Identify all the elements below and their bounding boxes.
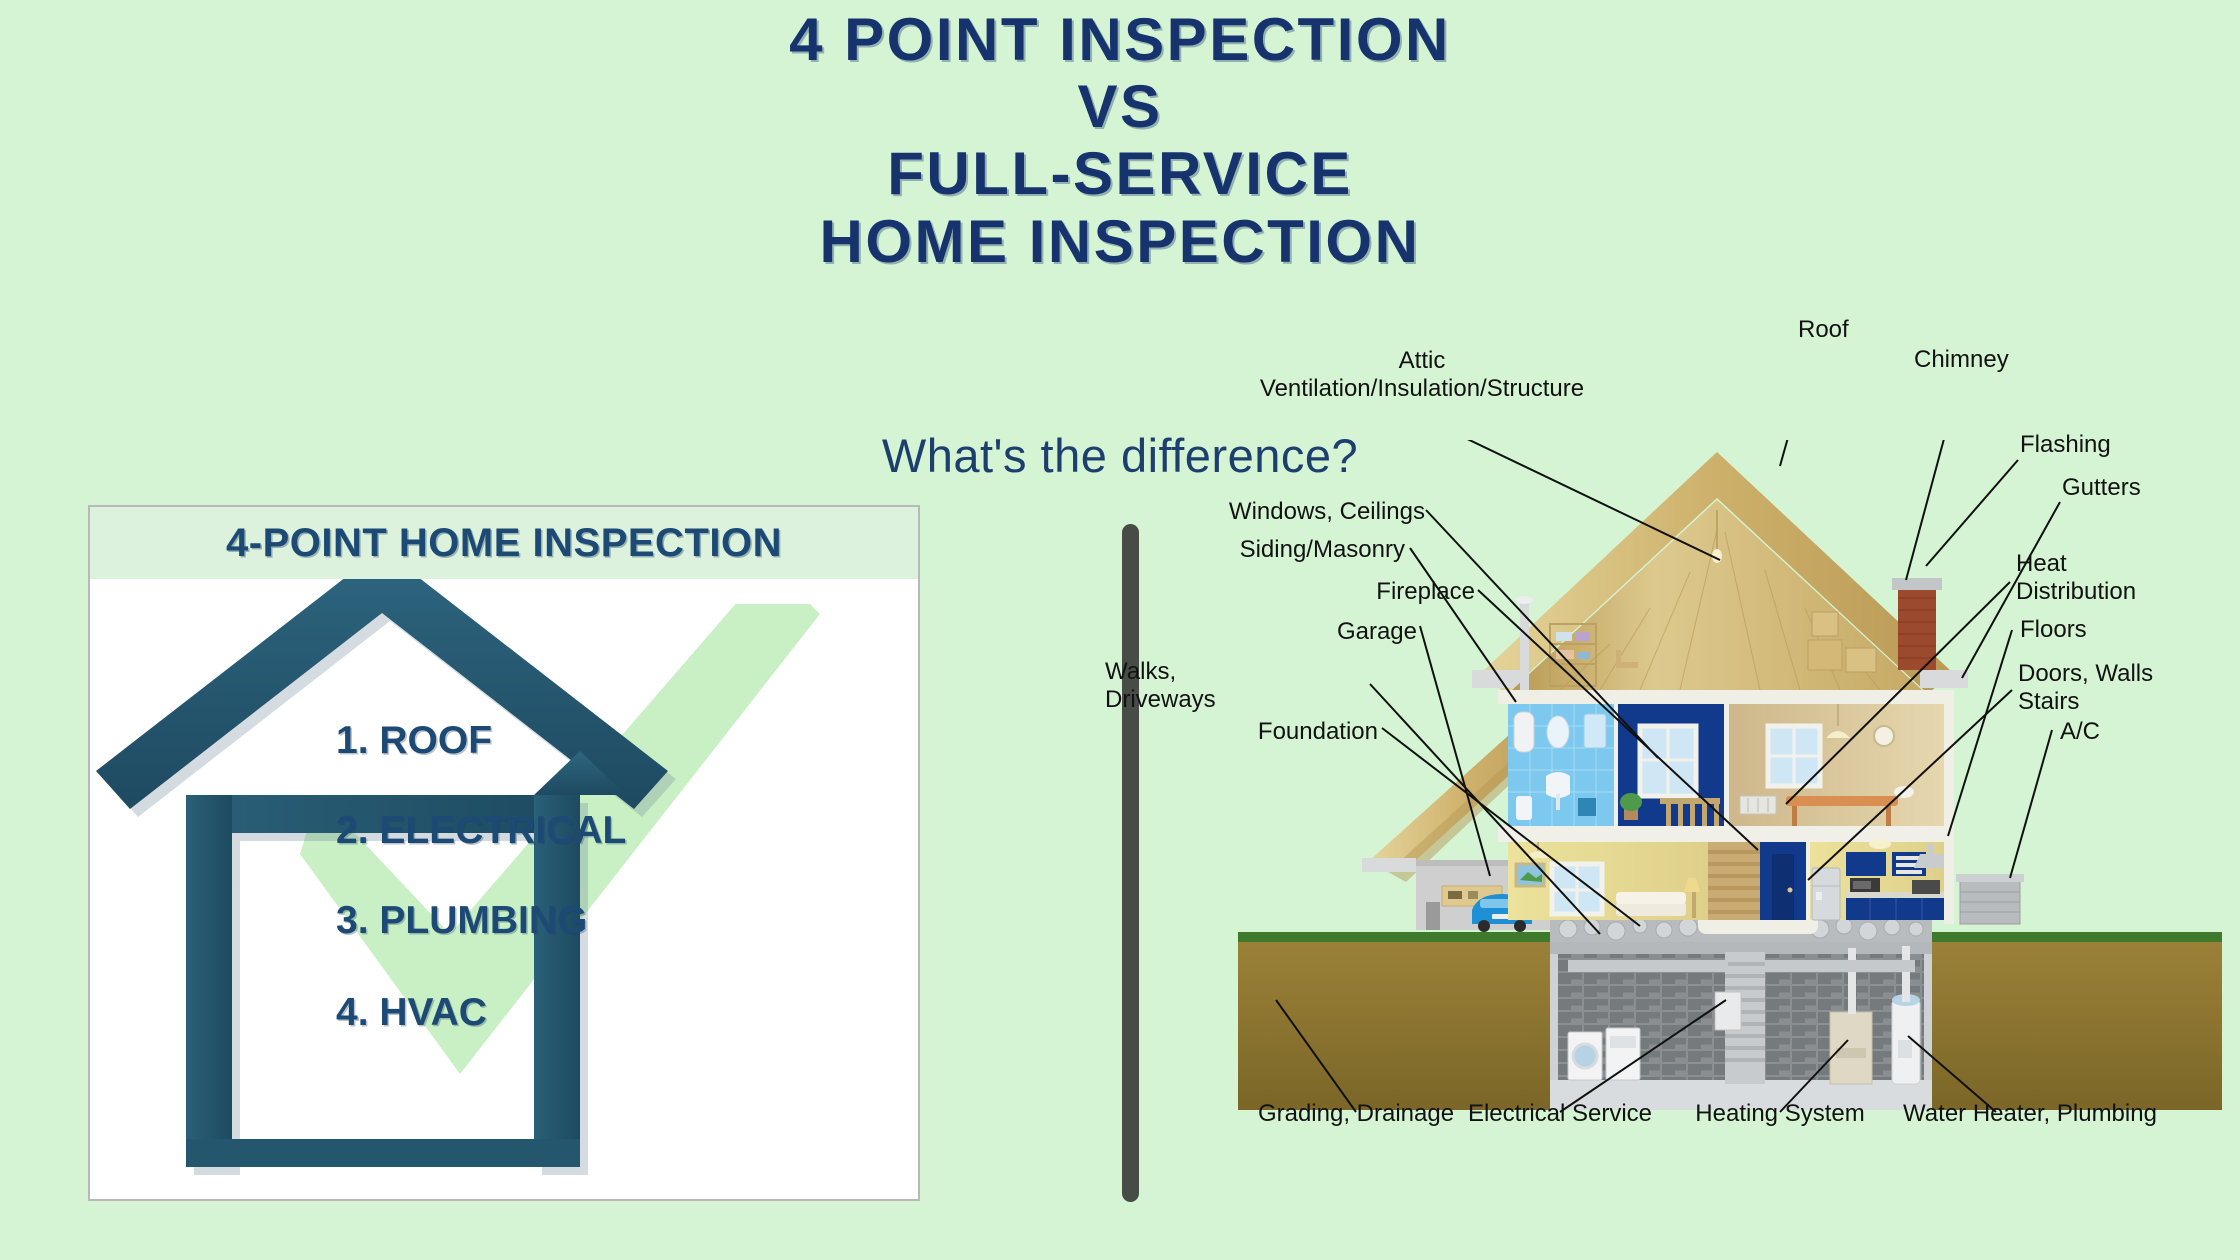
attic [1512,500,1922,692]
label-attic-line2: Ventilation/Insulation/Structure [1259,375,1585,403]
label-roof: Roof [1798,316,1849,343]
four-point-body: 1. ROOF 2. ELECTRICAL 3. PLUMBING 4. HVA… [90,579,918,1199]
house-cutaway-illustration [1238,440,2222,1113]
title-line-4: HOME INSPECTION [819,207,1421,275]
label-water-heater-plumbing: Water Heater, Plumbing [1903,1100,2157,1127]
label-walks-line2: Driveways [1105,686,1216,714]
label-ac: A/C [2060,718,2101,745]
label-grading-drainage: Grading, Drainage [1257,1100,1455,1127]
basement [1550,940,1932,1110]
four-point-header-label: 4-POINT HOME INSPECTION [226,520,782,565]
house-cutaway-diagram: Attic Ventilation/Insulation/Structure W… [1105,316,2240,1230]
label-doors-line2: Stairs [2018,688,2080,716]
label-fireplace: Fireplace [1376,578,1475,605]
title-line-3: FULL-SERVICE [887,140,1353,208]
four-point-header: 4-POINT HOME INSPECTION [90,507,918,579]
label-floors: Floors [2020,616,2087,643]
four-point-item-4: 4. HVAC [336,991,487,1034]
four-point-item-1: 1. ROOF [336,719,493,762]
title-line-1: 4 POINT INSPECTION [789,6,1451,73]
label-heat-line1: Heat [2016,550,2067,577]
label-attic-line1: Attic [1398,347,1446,374]
four-point-item-2: 2. ELECTRICAL [336,809,627,852]
label-electrical-service: Electrical Service [1467,1100,1653,1127]
label-chimney: Chimney [1914,346,2009,373]
label-foundation: Foundation [1257,718,1378,745]
vertical-divider [1122,524,1139,1202]
leader-lines [1275,440,2061,1113]
four-point-inspection-graphic: 4-POINT HOME INSPECTION [88,505,920,1201]
label-heat-distribution: Heat Distribution [2016,550,2136,607]
title-line-2: VS [1077,73,1163,141]
ac-unit [1956,874,2024,925]
label-heat-line2: Distribution [2016,578,2137,606]
second-floor [1498,690,1944,826]
four-point-item-3: 3. PLUMBING [336,899,588,942]
label-windows-ceilings: Windows, Ceilings [1228,498,1425,525]
label-flashing: Flashing [2020,431,2111,458]
label-doors-walls-stairs: Doors, Walls Stairs [2018,660,2153,717]
label-gutters: Gutters [2062,474,2141,501]
label-walks-driveways: Walks, Driveways [1105,658,1345,715]
label-heating-system: Heating System [1695,1100,1865,1127]
label-attic: Attic Ventilation/Insulation/Structure [1142,347,1702,404]
page-title: 4 POINT INSPECTION VS FULL-SERVICE HOME … [0,6,2240,275]
subtitle: What's the difference? [881,429,1359,482]
chimney [1892,578,1942,670]
label-walks-line1: Walks, [1105,658,1177,685]
house-outline-icon [96,579,676,1175]
floor-slab [1498,826,1944,842]
label-doors-line1: Doors, Walls [2018,660,2154,687]
first-floor [1508,839,1948,921]
label-siding-masonry: Siding/Masonry [1239,536,1405,563]
label-garage: Garage [1336,618,1417,645]
